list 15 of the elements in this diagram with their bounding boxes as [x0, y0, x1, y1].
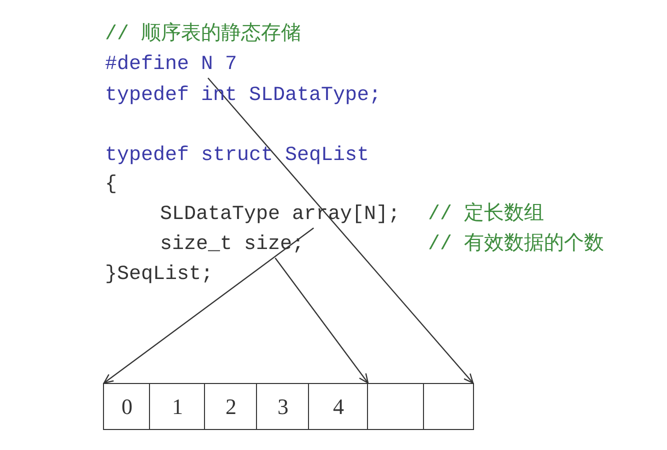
code-comment: // 有效数据的个数 — [428, 232, 604, 258]
code-comment: // 顺序表的静态存储 — [105, 22, 302, 48]
code-line: { — [105, 172, 118, 198]
arrow — [274, 258, 369, 384]
code-line: typedef struct SeqList — [105, 143, 370, 169]
arrow — [208, 78, 474, 384]
array-cell: 2 — [204, 383, 258, 430]
array-cell: 4 — [308, 383, 369, 430]
code-comment: // 定长数组 — [428, 202, 544, 228]
arrow — [103, 228, 314, 384]
array-cell: 3 — [256, 383, 310, 430]
array-cell: 0 — [103, 383, 151, 430]
array-cell: 1 — [149, 383, 206, 430]
code-line: }SeqList; — [105, 262, 214, 288]
code-line: #define N 7 — [105, 52, 238, 78]
